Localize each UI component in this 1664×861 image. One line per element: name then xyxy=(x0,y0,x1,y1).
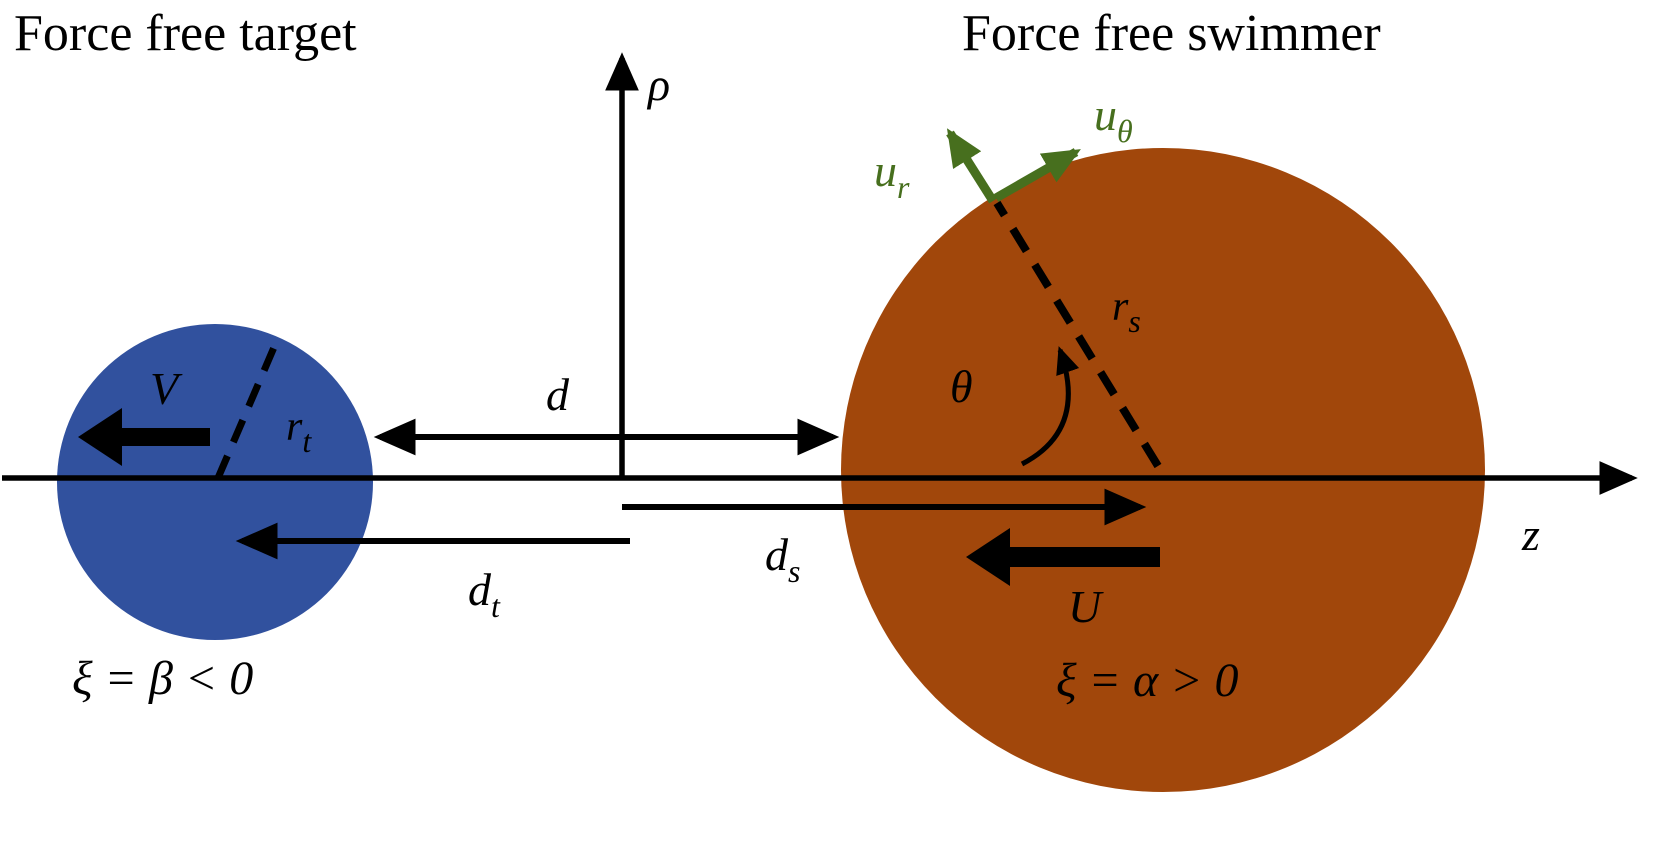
distance-dt-label: dt xyxy=(468,564,501,624)
target-sphere xyxy=(57,324,373,640)
swimmer-equation: ξ = α > 0 xyxy=(1056,654,1239,707)
swimmer-sphere xyxy=(841,148,1485,792)
swimmer-radius-dashed-line xyxy=(993,200,1162,469)
target-radius-dashed-line xyxy=(214,336,282,480)
radial-velocity-label: ur xyxy=(874,145,910,205)
z-axis-label: z xyxy=(1521,509,1540,560)
tangential-velocity-arrow xyxy=(993,148,1081,202)
distance-ds-label: ds xyxy=(765,529,800,589)
rho-axis-label: ρ xyxy=(646,59,670,110)
swimmer-velocity-label: U xyxy=(1068,581,1104,632)
title-swimmer: Force free swimmer xyxy=(962,5,1381,62)
target-radius-label: rt xyxy=(286,404,312,459)
radial-velocity-arrow xyxy=(946,128,997,204)
distance-d-label: d xyxy=(546,369,570,420)
title-target: Force free target xyxy=(14,5,357,62)
theta-label: θ xyxy=(950,361,973,412)
swimmer-velocity-arrow xyxy=(966,528,1160,586)
theta-angle-arc xyxy=(1020,346,1080,467)
swimmer-radius-label: rs xyxy=(1112,284,1141,339)
target-velocity-arrow xyxy=(78,408,210,466)
target-equation: ξ = β < 0 xyxy=(72,652,253,705)
target-velocity-label: V xyxy=(150,363,183,414)
tangential-velocity-label: uθ xyxy=(1094,89,1133,149)
